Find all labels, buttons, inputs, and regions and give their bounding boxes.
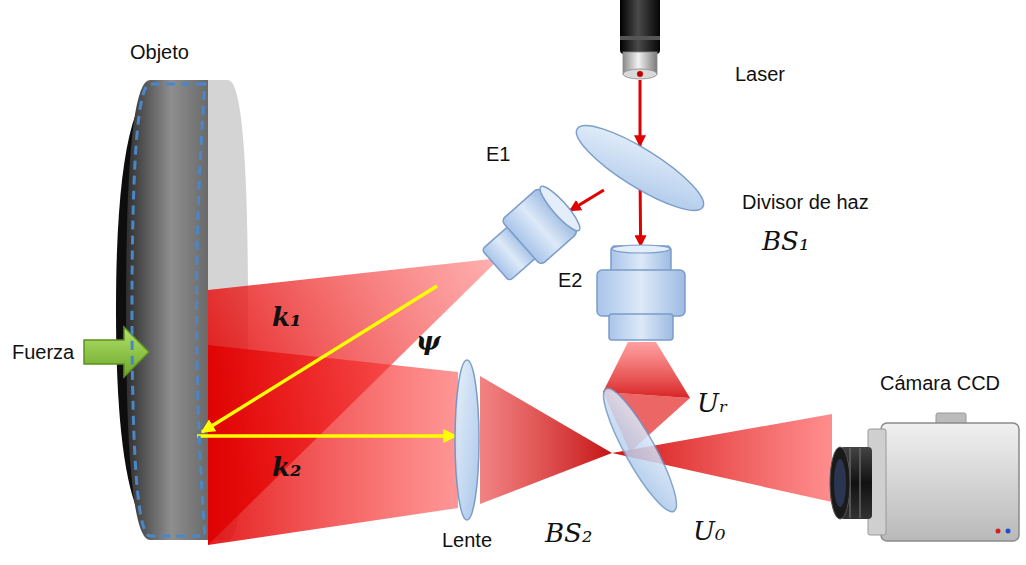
beam-splitter-shape — [598, 146, 682, 190]
test-object: Objeto — [118, 80, 248, 540]
component-label: Lente — [442, 528, 492, 552]
component-label: BS₁ — [762, 226, 809, 257]
wave-vector-arrows — [197, 286, 456, 436]
ccd-camera: Cámara CCD — [826, 405, 1024, 563]
component-label: Cámara CCD — [880, 371, 1000, 395]
beam-splitter: BS₂ — [608, 395, 672, 505]
beam-expander: E2 — [597, 246, 685, 342]
ccd-camera-shape — [826, 405, 1024, 563]
wave-vector-label: k₁ — [272, 302, 301, 333]
component-label: Divisor de haz — [742, 190, 869, 214]
force-arrow — [84, 327, 149, 377]
lens-shape — [454, 360, 480, 520]
beam-expander: E1 — [490, 205, 570, 265]
beam-splitter-shape — [608, 395, 672, 505]
laser-source-shape — [618, 0, 662, 80]
light-cones — [208, 258, 832, 545]
laser-beam — [570, 190, 604, 211]
beam-splitter: Divisor de hazBS₁ — [598, 146, 682, 190]
laser-source: Laser — [618, 0, 662, 80]
component-label: BS₂ — [545, 518, 592, 549]
field-label: Uᵣ — [697, 388, 728, 419]
component-label: Objeto — [130, 40, 189, 64]
lens: Lente — [454, 360, 480, 520]
beam-expander-shape — [490, 205, 570, 265]
test-object-shape — [118, 80, 248, 540]
component-label: E2 — [558, 268, 582, 292]
laser-beam — [639, 80, 642, 146]
field-label: U₀ — [693, 516, 725, 547]
component-label: E1 — [486, 142, 510, 166]
beam-expander-shape — [597, 246, 685, 342]
laser-beam — [639, 190, 642, 246]
force-label: Fuerza — [12, 340, 74, 364]
angle-label: ψ — [416, 326, 440, 357]
component-label: Laser — [735, 62, 785, 86]
wave-vector-label: k₂ — [272, 452, 301, 483]
